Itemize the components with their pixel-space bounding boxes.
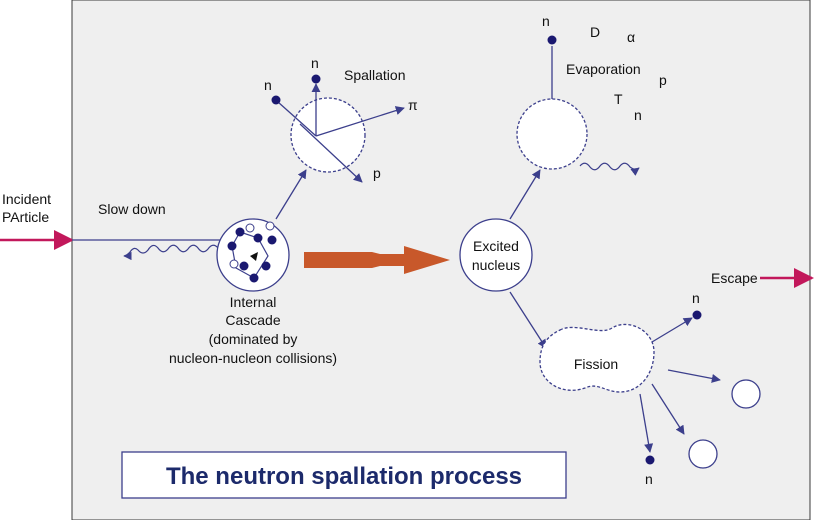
spallation-neutron-left xyxy=(271,95,281,105)
evaporation-n-top-label: n xyxy=(542,13,550,29)
evaporation-p-label: p xyxy=(659,72,667,88)
fission-fragment-1 xyxy=(731,379,761,409)
incident-label-line1: Incident xyxy=(2,191,51,207)
fission-n-bottom-label: n xyxy=(645,471,653,487)
spallation-n-left-track xyxy=(277,101,317,137)
excited-nucleus-label-2: nucleus xyxy=(472,257,520,273)
fission-fragment-2 xyxy=(688,439,718,469)
spallation-neutron-top xyxy=(311,74,321,84)
fission-fragment-2-track xyxy=(651,383,685,435)
title-box xyxy=(121,451,567,499)
evaporation-t-label: T xyxy=(614,91,623,107)
evaporation-alpha-label: α xyxy=(627,29,635,45)
evaporation-label: Evaporation xyxy=(566,61,641,77)
internal-cascade-label-1: Internal xyxy=(230,294,277,310)
spallation-nucleus xyxy=(290,97,366,173)
spallation-p-track xyxy=(299,123,363,183)
fission-neutron-bottom xyxy=(645,455,655,465)
incident-label-line2: PArticle xyxy=(2,209,49,225)
spallation-n-top-label: n xyxy=(311,55,319,71)
fission-fragment-1-track xyxy=(667,369,721,383)
spallation-pi-track xyxy=(315,106,405,137)
fission-label: Fission xyxy=(574,356,618,372)
arrow-to-spallation xyxy=(275,169,307,220)
arrow-to-evaporation xyxy=(509,169,541,220)
slow-down-wavy-arrow xyxy=(123,244,219,261)
slow-down-label: Slow down xyxy=(98,201,166,217)
internal-cascade-nucleus xyxy=(216,218,290,292)
spallation-p-label: p xyxy=(373,165,381,181)
excited-nucleus-label-1: Excited xyxy=(473,238,519,254)
evaporation-nucleus xyxy=(516,98,588,170)
spallation-label: Spallation xyxy=(344,67,406,83)
evaporation-wavy-arrow xyxy=(579,162,640,176)
internal-cascade-label-2: Cascade xyxy=(225,312,280,328)
evaporation-d-label: D xyxy=(590,24,600,40)
evaporation-n-right-label: n xyxy=(634,107,642,123)
fission-nucleus xyxy=(539,323,655,393)
evaporation-neutron xyxy=(547,35,557,45)
fission-n-right-track xyxy=(651,317,693,343)
fission-n-bottom-track xyxy=(639,393,654,453)
diagram-title: The neutron spallation process xyxy=(166,463,522,490)
fission-n-right-label: n xyxy=(692,290,700,306)
arrow-to-fission xyxy=(509,291,547,349)
fission-neutron-right xyxy=(692,310,702,320)
escape-label: Escape xyxy=(711,270,758,286)
spallation-pi-label: π xyxy=(408,97,418,113)
spallation-n-left-label: n xyxy=(264,77,272,93)
internal-cascade-label-3: (dominated by xyxy=(209,331,298,347)
internal-cascade-label-4: nucleon-nucleon collisions) xyxy=(169,350,337,366)
excited-nucleus xyxy=(459,218,533,292)
big-transition-arrow xyxy=(304,246,450,274)
